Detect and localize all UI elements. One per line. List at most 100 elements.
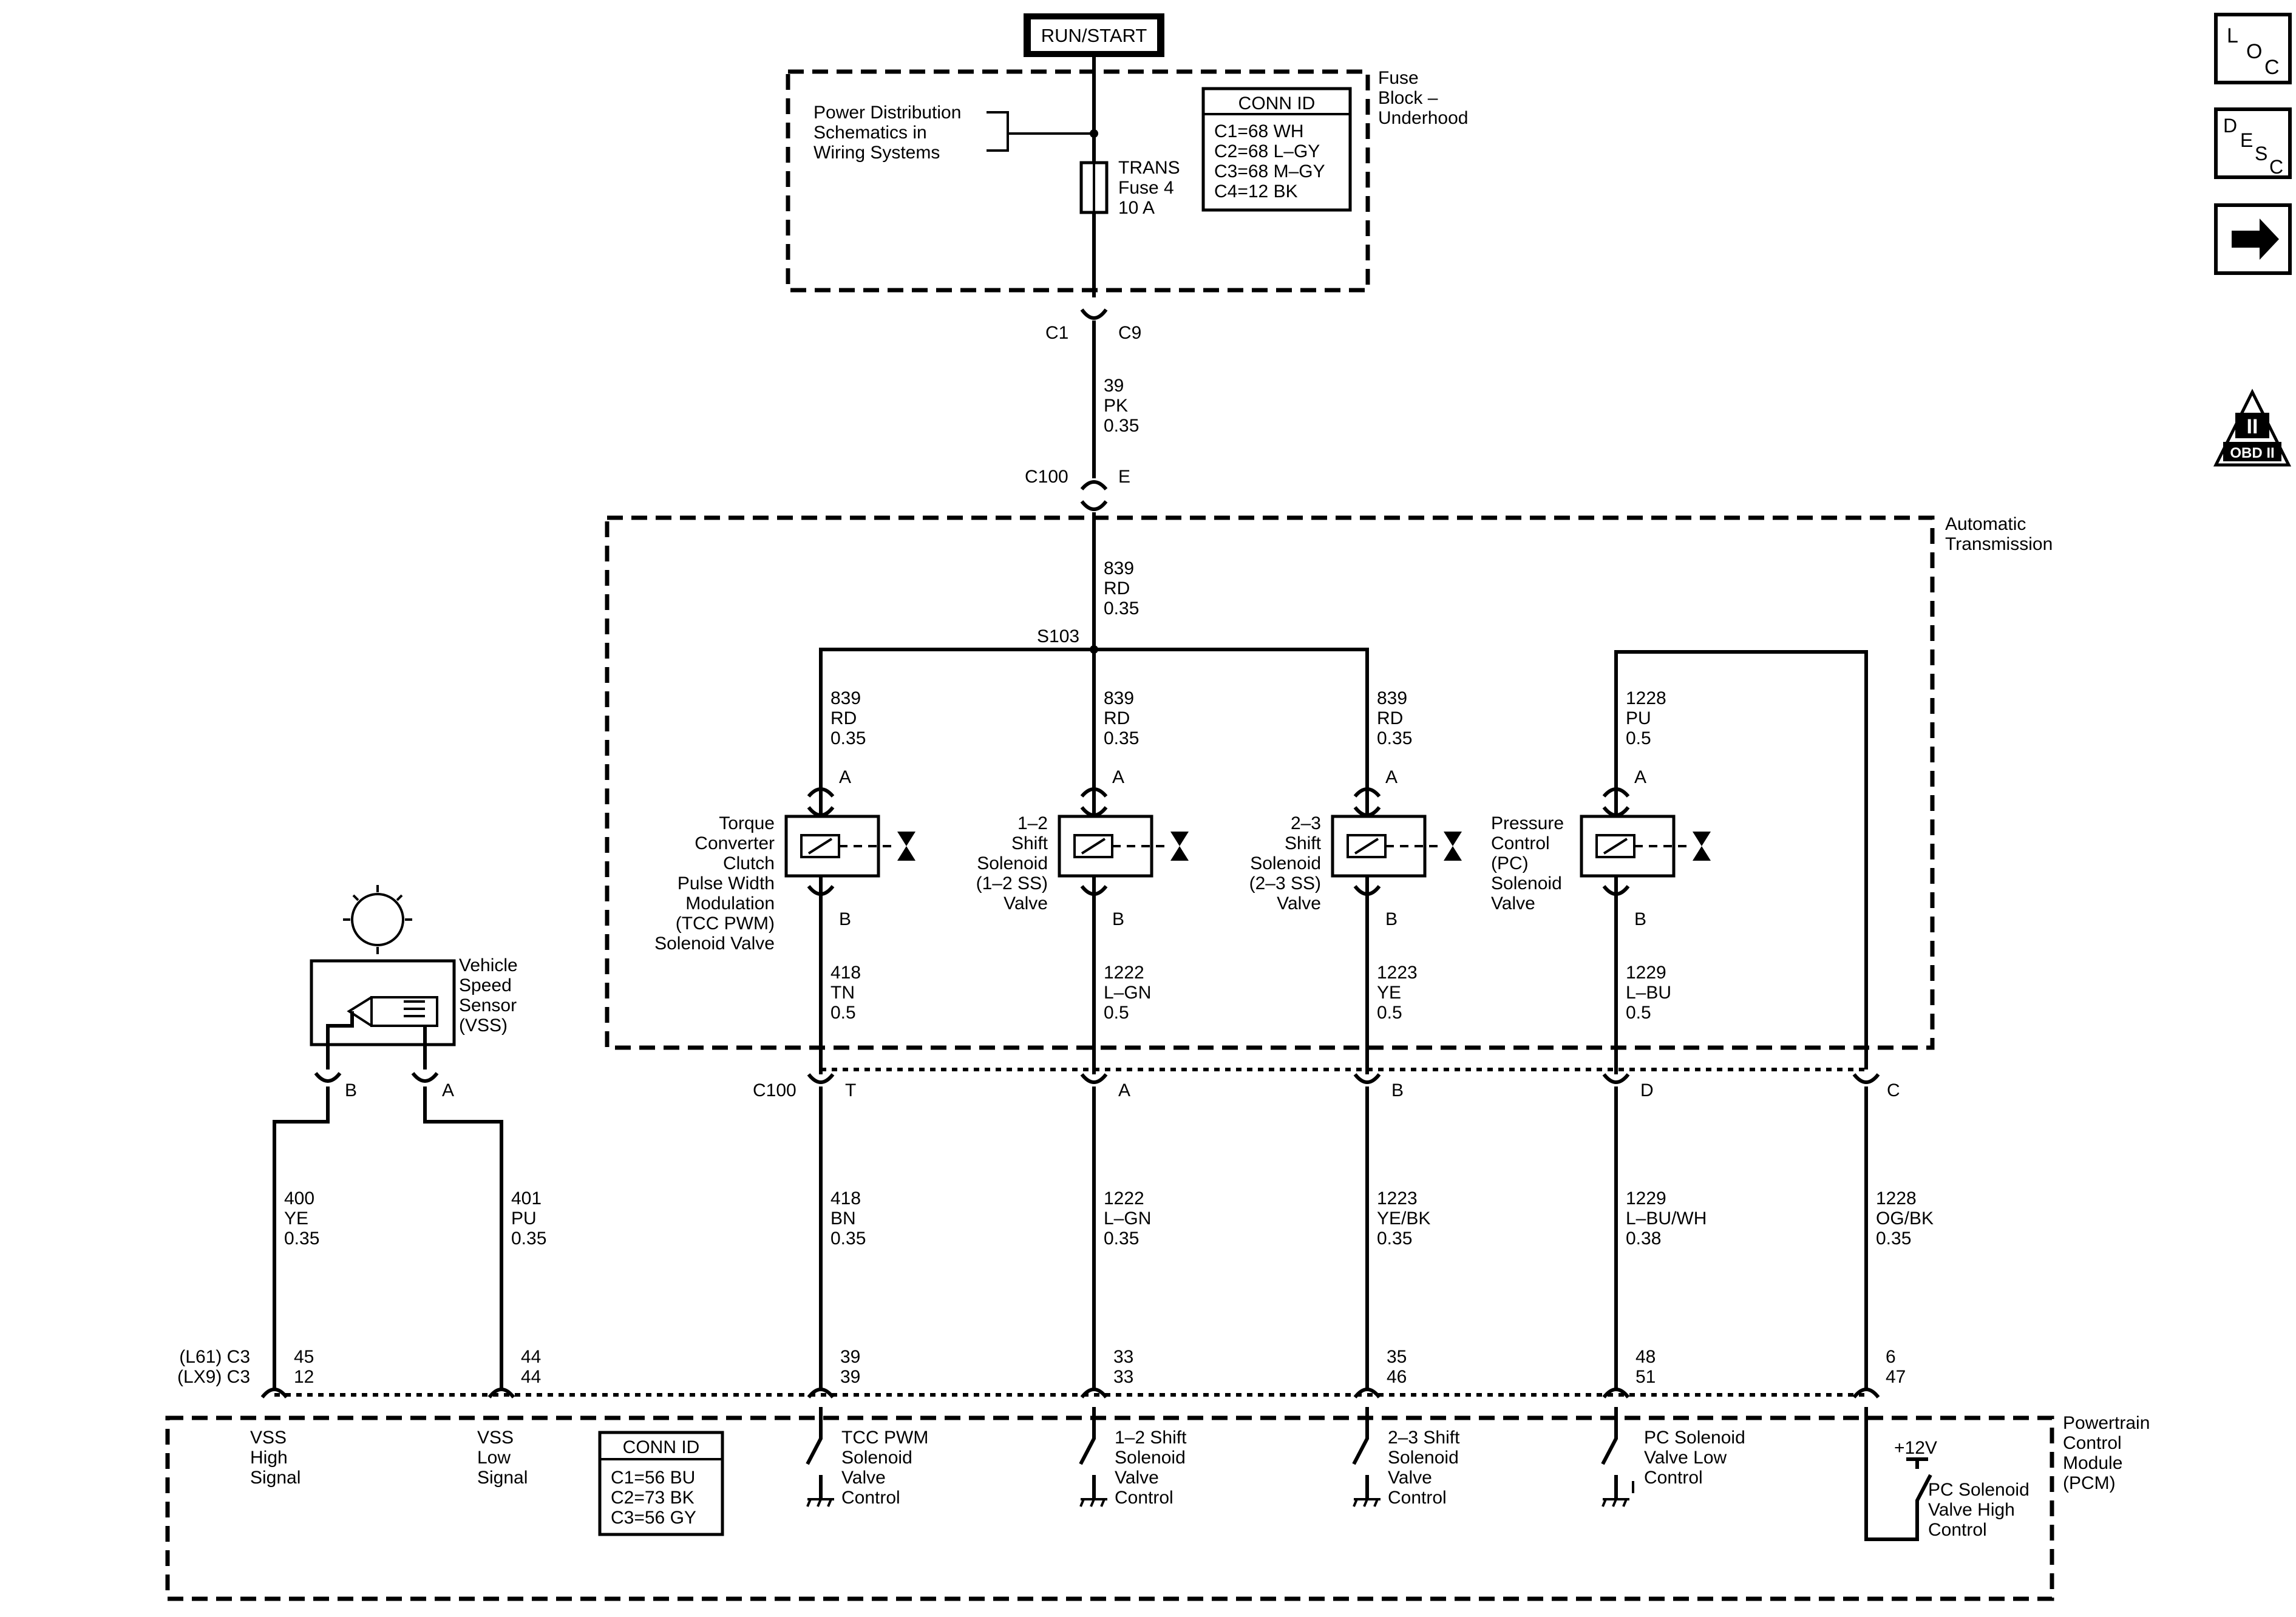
svg-text:A: A xyxy=(839,767,851,787)
svg-text:45: 45 xyxy=(294,1347,314,1367)
svg-text:C2=73 BK: C2=73 BK xyxy=(611,1488,695,1508)
svg-text:C3=56 GY: C3=56 GY xyxy=(611,1508,696,1528)
svg-text:(L61) C3: (L61) C3 xyxy=(179,1347,250,1367)
svg-text:Pulse Width: Pulse Width xyxy=(678,873,775,893)
svg-text:L: L xyxy=(2227,24,2238,47)
pcm-connector-row: (L61) C3 (LX9) C3 45 12 44 44 39 39 33 3… xyxy=(177,1347,1906,1398)
svg-text:L–GN: L–GN xyxy=(1104,983,1151,1003)
svg-text:Control: Control xyxy=(1928,1520,1987,1540)
svg-text:C2=68 L–GY: C2=68 L–GY xyxy=(1214,141,1320,161)
svg-text:0.5: 0.5 xyxy=(1104,1003,1129,1023)
svg-text:C: C xyxy=(2269,156,2283,178)
svg-text:OG/BK: OG/BK xyxy=(1876,1209,1934,1229)
transmission-title: Automatic Transmission xyxy=(1945,514,2053,554)
svg-text:Signal: Signal xyxy=(250,1468,301,1488)
svg-text:RD: RD xyxy=(1104,578,1130,598)
svg-text:1222: 1222 xyxy=(1104,1188,1144,1209)
pcm-box xyxy=(165,1415,2054,1601)
svg-text:0.35: 0.35 xyxy=(1876,1229,1911,1249)
svg-text:Schematics in: Schematics in xyxy=(813,123,927,143)
svg-text:401: 401 xyxy=(511,1188,542,1209)
solenoid-2-3-shift: 839 RD 0.35 A B 2–3 Shift Solenoid (2–3 … xyxy=(1249,688,1462,1074)
svg-text:48: 48 xyxy=(1635,1347,1656,1367)
svg-text:C9: C9 xyxy=(1118,323,1141,343)
svg-text:Control: Control xyxy=(2063,1433,2122,1453)
svg-text:Modulation: Modulation xyxy=(685,893,775,914)
svg-text:0.5: 0.5 xyxy=(1377,1003,1402,1023)
svg-text:Control: Control xyxy=(1491,833,1550,853)
svg-text:YE: YE xyxy=(1377,983,1401,1003)
svg-text:CONN ID: CONN ID xyxy=(1238,93,1316,114)
svg-text:39: 39 xyxy=(840,1347,860,1367)
svg-text:RD: RD xyxy=(830,708,857,728)
svg-text:(PCM): (PCM) xyxy=(2063,1473,2116,1493)
svg-text:0.35: 0.35 xyxy=(511,1229,546,1249)
svg-text:33: 33 xyxy=(1113,1347,1133,1367)
svg-text:0.5: 0.5 xyxy=(830,1003,856,1023)
svg-text:Vehicle: Vehicle xyxy=(459,955,518,975)
pcm-title: Powertrain Control Module (PCM) xyxy=(2063,1413,2150,1493)
svg-text:L–BU/WH: L–BU/WH xyxy=(1626,1209,1707,1229)
svg-text:L–BU: L–BU xyxy=(1626,983,1671,1003)
svg-text:PC Solenoid: PC Solenoid xyxy=(1644,1428,1745,1448)
svg-text:C: C xyxy=(1887,1080,1900,1100)
loc-icon[interactable]: L O C xyxy=(2214,13,2292,84)
svg-text:0.35: 0.35 xyxy=(1377,728,1412,748)
svg-text:VSS: VSS xyxy=(477,1428,514,1448)
svg-text:(TCC PWM): (TCC PWM) xyxy=(676,914,775,934)
svg-text:Sensor: Sensor xyxy=(459,995,517,1015)
svg-text:0.5: 0.5 xyxy=(1626,1003,1651,1023)
svg-text:PC Solenoid: PC Solenoid xyxy=(1928,1480,2029,1500)
svg-text:A: A xyxy=(1112,767,1124,787)
svg-text:PU: PU xyxy=(511,1209,537,1229)
svg-text:B: B xyxy=(1385,909,1398,929)
svg-text:YE: YE xyxy=(284,1209,308,1229)
connector-c100-e: C100 E xyxy=(1025,467,1130,511)
svg-text:Solenoid: Solenoid xyxy=(1250,853,1321,873)
svg-text:Valve: Valve xyxy=(1388,1468,1432,1488)
svg-text:46: 46 xyxy=(1387,1367,1407,1387)
svg-text:Block –: Block – xyxy=(1378,88,1438,108)
svg-text:C100: C100 xyxy=(753,1080,796,1100)
svg-text:(LX9) C3: (LX9) C3 xyxy=(177,1367,250,1387)
svg-text:Control: Control xyxy=(1644,1468,1703,1488)
svg-text:1223: 1223 xyxy=(1377,963,1418,983)
obd-ii-icon: II OBD II xyxy=(2213,388,2292,467)
svg-text:Valve: Valve xyxy=(841,1468,886,1488)
svg-text:51: 51 xyxy=(1635,1367,1656,1387)
svg-text:2–3 Shift: 2–3 Shift xyxy=(1388,1428,1460,1448)
svg-text:10 A: 10 A xyxy=(1118,198,1155,218)
svg-text:L–GN: L–GN xyxy=(1104,1209,1151,1229)
svg-text:0.35: 0.35 xyxy=(1104,416,1139,436)
svg-text:RUN/START: RUN/START xyxy=(1041,25,1147,46)
solenoid-pressure-control: 1228 PU 0.5 A B Pressure Control (PC) So… xyxy=(1491,688,1711,1074)
desc-icon[interactable]: D E S C xyxy=(2214,107,2292,179)
svg-text:Underhood: Underhood xyxy=(1378,108,1468,128)
svg-text:0.38: 0.38 xyxy=(1626,1229,1661,1249)
svg-text:O: O xyxy=(2246,40,2262,63)
svg-text:Signal: Signal xyxy=(477,1468,528,1488)
svg-text:839: 839 xyxy=(1377,688,1407,708)
svg-text:Shift: Shift xyxy=(1011,833,1048,853)
svg-text:Clutch: Clutch xyxy=(723,853,775,873)
fuse-block-box xyxy=(786,69,1370,293)
svg-text:BN: BN xyxy=(830,1209,856,1229)
svg-text:II: II xyxy=(2247,415,2258,438)
svg-text:1228: 1228 xyxy=(1626,688,1666,708)
svg-text:839: 839 xyxy=(1104,558,1134,578)
svg-text:Solenoid: Solenoid xyxy=(977,853,1048,873)
svg-text:1229: 1229 xyxy=(1626,963,1666,983)
svg-text:1229: 1229 xyxy=(1626,1188,1666,1209)
arrow-right-icon[interactable] xyxy=(2214,203,2292,275)
svg-text:6: 6 xyxy=(1886,1347,1896,1367)
svg-text:(VSS): (VSS) xyxy=(459,1015,508,1036)
svg-text:1–2: 1–2 xyxy=(1017,813,1048,833)
svg-text:Fuse 4: Fuse 4 xyxy=(1118,178,1174,198)
svg-text:S: S xyxy=(2255,143,2267,164)
svg-text:Shift: Shift xyxy=(1285,833,1322,853)
svg-text:D: D xyxy=(2223,115,2237,137)
svg-text:0.35: 0.35 xyxy=(830,1229,866,1249)
svg-text:C1=56 BU: C1=56 BU xyxy=(611,1468,695,1488)
svg-text:B: B xyxy=(839,909,851,929)
svg-text:Solenoid: Solenoid xyxy=(1388,1448,1459,1468)
